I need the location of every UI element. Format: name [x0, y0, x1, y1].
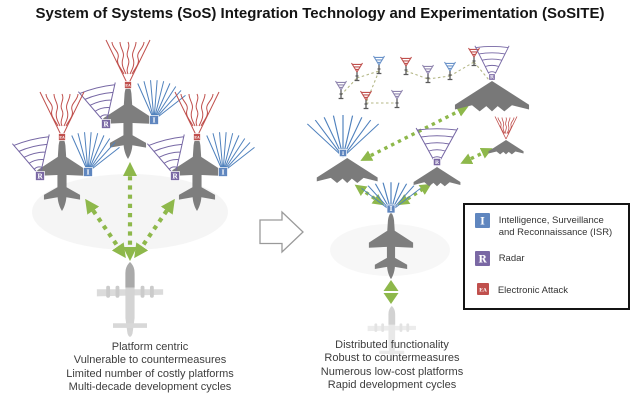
legend-item-ea: EA Electronic Attack: [475, 283, 622, 297]
ea-cone-icon: [39, 91, 85, 138]
radar-badge: R: [488, 73, 496, 81]
caption-line: Numerous low-cost platforms: [320, 365, 464, 378]
stealth-uav: I: [306, 114, 380, 183]
fighter-jet-right: EA R I: [146, 91, 258, 212]
mini-drone-icon: [421, 64, 435, 84]
caption-line: Robust to countermeasures: [324, 352, 460, 365]
svg-text:I: I: [342, 151, 345, 157]
isr-icon: I: [475, 213, 490, 228]
ea-drone: [488, 116, 524, 155]
fighter-jet-left: EA R I: [11, 91, 123, 212]
svg-text:EA: EA: [125, 83, 131, 87]
link-arrows-right: [354, 106, 493, 206]
ea-drone-icon: [488, 140, 524, 155]
caption-line: Distributed functionality: [335, 339, 449, 351]
radar-badge: R: [101, 119, 111, 129]
svg-text:R: R: [103, 120, 109, 128]
svg-text:R: R: [490, 75, 495, 81]
isr-badge: I: [339, 149, 347, 157]
svg-text:EA: EA: [194, 135, 200, 139]
mini-drone-icon: [390, 89, 404, 109]
network-links: [340, 61, 490, 104]
radar-badge: R: [170, 171, 180, 181]
transport-plane-icon: [96, 262, 164, 337]
svg-text:I: I: [389, 205, 392, 213]
ea-badge: EA: [58, 133, 66, 141]
ea-badge: EA: [193, 133, 201, 141]
radar-badge: R: [35, 171, 45, 181]
legend-label: Electronic Attack: [497, 285, 569, 296]
page-title: System of Systems (SoS) Integration Tech…: [35, 5, 605, 22]
transition-arrow-icon: [259, 210, 304, 254]
caption-line: Platform centric: [111, 341, 189, 353]
legend-label: Intelligence, Surveillance and Reconnais…: [498, 215, 613, 238]
isr-badge: I: [386, 204, 396, 214]
fighter-jet-top: EA R I: [77, 39, 189, 160]
mini-drone-icon: [334, 80, 348, 100]
isr-badge: I: [83, 167, 93, 177]
radar-icon: R: [475, 251, 490, 266]
electronic-attack-icon: EA: [477, 283, 489, 295]
svg-text:R: R: [478, 255, 487, 266]
left-caption: Platform centric Vulnerable to counterme…: [30, 341, 270, 395]
svg-text:I: I: [221, 168, 224, 176]
link-arrow-vertical: [383, 280, 399, 304]
mini-drone-icon: [443, 61, 457, 81]
caption-line: Multi-decade development cycles: [68, 381, 232, 394]
radar-uav: R: [413, 127, 461, 187]
stealth-uav-icon: [316, 158, 378, 183]
radar-uav-icon: [413, 167, 461, 187]
ea-cone-icon: [105, 39, 151, 86]
isr-badge: I: [149, 115, 159, 125]
legend-label: Radar: [498, 253, 525, 264]
right-caption: Distributed functionality Robust to coun…: [292, 339, 492, 393]
legend-item-radar: R Radar: [475, 251, 622, 266]
svg-text:R: R: [172, 172, 178, 180]
mini-drone-icon: [359, 90, 373, 110]
link-arrows-left: [85, 161, 175, 262]
legend: I Intelligence, Surveillance and Reconna…: [463, 203, 630, 310]
svg-text:I: I: [86, 168, 89, 176]
isr-badge: I: [218, 167, 228, 177]
central-fighter-jet: I: [360, 181, 422, 280]
mini-drone-icon: [372, 55, 386, 75]
caption-line: Limited number of costly platforms: [66, 367, 234, 380]
legend-item-isr: I Intelligence, Surveillance and Reconna…: [475, 213, 622, 238]
stealth-bomber: R: [454, 45, 530, 112]
caption-line: Rapid development cycles: [327, 379, 457, 392]
mini-drone-icon: [399, 56, 413, 76]
ea-badge: EA: [124, 81, 132, 89]
svg-text:R: R: [37, 172, 43, 180]
svg-text:R: R: [435, 160, 440, 166]
svg-text:I: I: [480, 217, 485, 228]
ea-cone-icon: [494, 116, 518, 140]
caption-line: Vulnerable to countermeasures: [73, 354, 227, 367]
svg-text:EA: EA: [479, 287, 487, 293]
radar-badge: R: [433, 158, 441, 166]
mini-drone-icon: [467, 47, 481, 67]
svg-text:EA: EA: [59, 135, 65, 139]
mini-drone-icon: [350, 62, 364, 82]
stealth-bomber-icon: [454, 81, 530, 112]
svg-text:I: I: [152, 116, 155, 124]
